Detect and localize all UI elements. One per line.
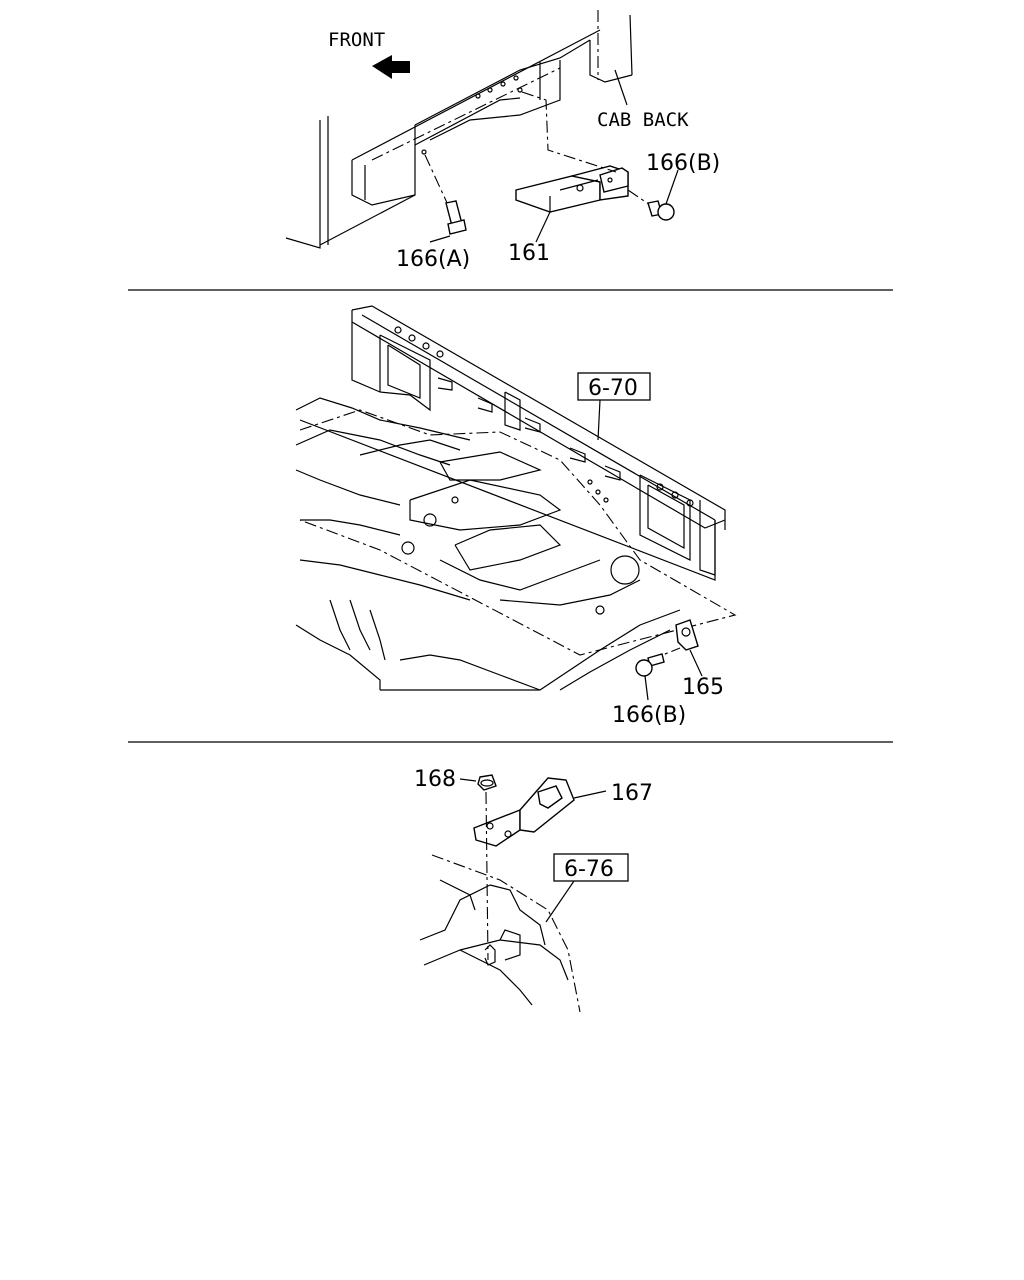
bolt-166a-icon: [424, 154, 467, 243]
callout-168: 168: [414, 767, 456, 792]
callout-166a: 166(A): [396, 247, 470, 272]
back-panel-frame: [299, 305, 726, 581]
section-3-bracket-detail: 168 167 6-76: [414, 767, 653, 1013]
section-1-cab-back-view: FRONT: [285, 10, 720, 272]
cab-back-label: CAB BACK: [597, 109, 689, 131]
panel-outline-dashed: [299, 409, 737, 656]
bracket-167-icon: [473, 777, 607, 847]
callout-166b-mid: 166(B): [612, 703, 686, 728]
callout-167: 167: [611, 781, 653, 806]
bracket-161-icon: [515, 165, 629, 243]
mounting-area-body: [419, 854, 581, 1013]
front-direction-arrow-icon: [372, 55, 410, 79]
callout-165: 165: [682, 675, 724, 700]
bracket-165-icon: [675, 619, 703, 677]
ref-box-6-70: [577, 372, 651, 401]
nut-168-icon: [459, 774, 497, 791]
callout-166b-top: 166(B): [646, 151, 720, 176]
rail-holes: [421, 75, 523, 155]
mount-axis-dashed: [485, 791, 489, 961]
callout-161: 161: [508, 241, 550, 266]
front-label: FRONT: [328, 29, 385, 51]
cab-body-outline: [285, 10, 633, 249]
ref-box-6-70-label: 6-70: [588, 376, 638, 401]
bolt-166b-mid-icon: [635, 647, 681, 701]
ref-box-6-76: [553, 853, 629, 882]
bolt-166b-icon: [627, 169, 679, 221]
ref-box-6-76-label: 6-76: [564, 857, 614, 882]
section-2-floor-panel-view: 6-70 165 166(B): [295, 305, 737, 728]
